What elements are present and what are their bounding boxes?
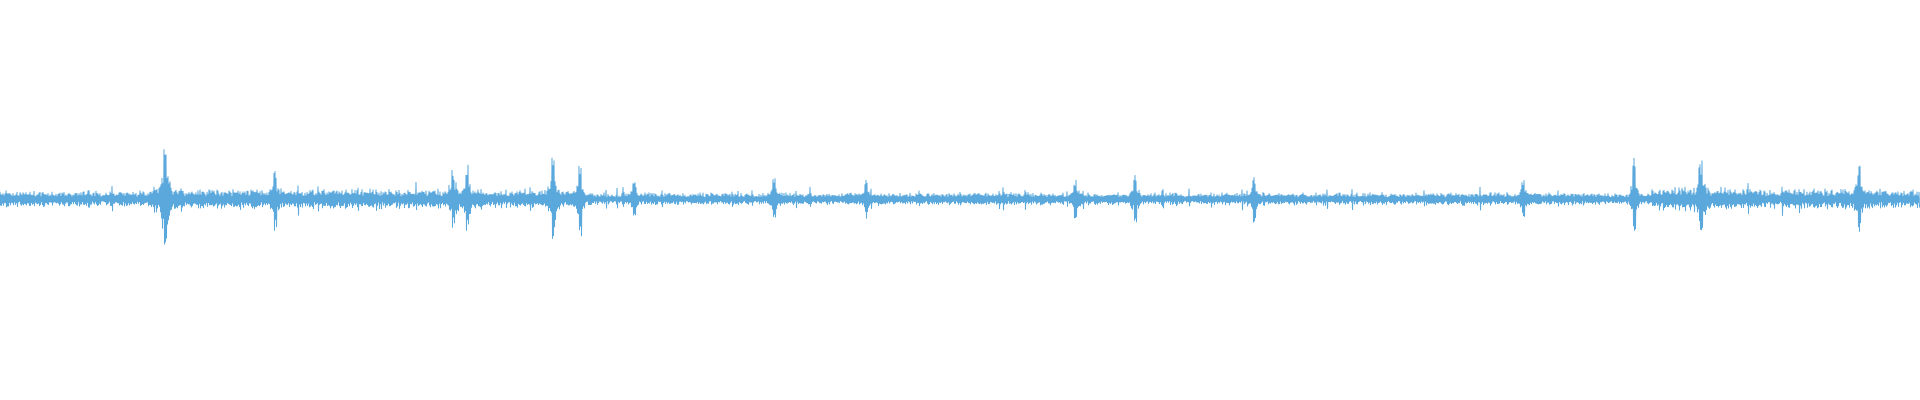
waveform-trace: [0, 149, 1920, 245]
